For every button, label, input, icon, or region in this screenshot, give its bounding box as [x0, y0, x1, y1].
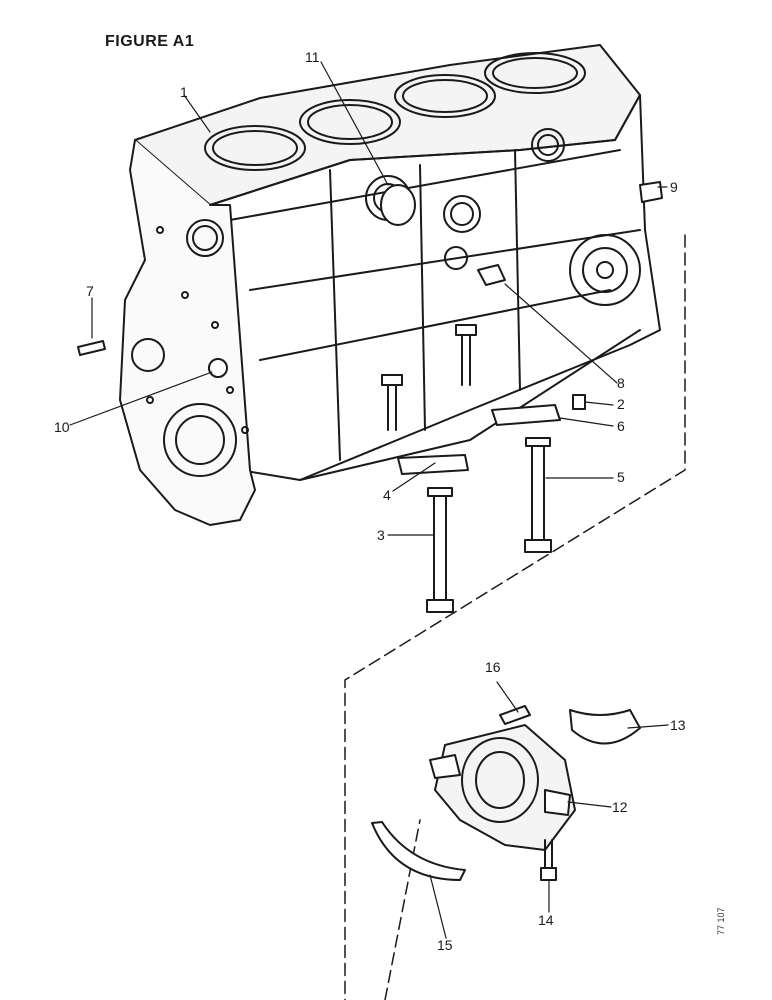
callout-15: 15 — [437, 937, 453, 953]
rear-main-bearing-housing — [429, 724, 576, 851]
callout-7: 7 — [86, 283, 94, 299]
callout-16: 16 — [485, 659, 501, 675]
bearing-bolts — [381, 324, 586, 613]
figure-title: FIGURE A1 — [105, 33, 195, 50]
callout-4: 4 — [383, 487, 391, 503]
callout-9: 9 — [670, 179, 678, 195]
cylinder-block — [77, 44, 663, 526]
callout-10: 10 — [54, 419, 70, 435]
callout-6: 6 — [617, 418, 625, 434]
leader-lines — [69, 61, 669, 939]
seal-half-15 — [371, 821, 466, 881]
seal-half-13 — [569, 709, 641, 745]
callout-14: 14 — [538, 912, 554, 928]
callout-8: 8 — [617, 375, 625, 391]
callout-5: 5 — [617, 469, 625, 485]
figure-reference-code: 77 107 — [716, 907, 726, 935]
screw-16 — [499, 705, 531, 725]
callout-12: 12 — [612, 799, 628, 815]
callout-1: 1 — [180, 84, 188, 100]
callout-2: 2 — [617, 396, 625, 412]
callout-11: 11 — [305, 49, 320, 65]
callout-3: 3 — [377, 527, 385, 543]
exploded-view-outline — [344, 234, 686, 1000]
screw-14 — [544, 839, 553, 871]
callout-13: 13 — [670, 717, 686, 733]
